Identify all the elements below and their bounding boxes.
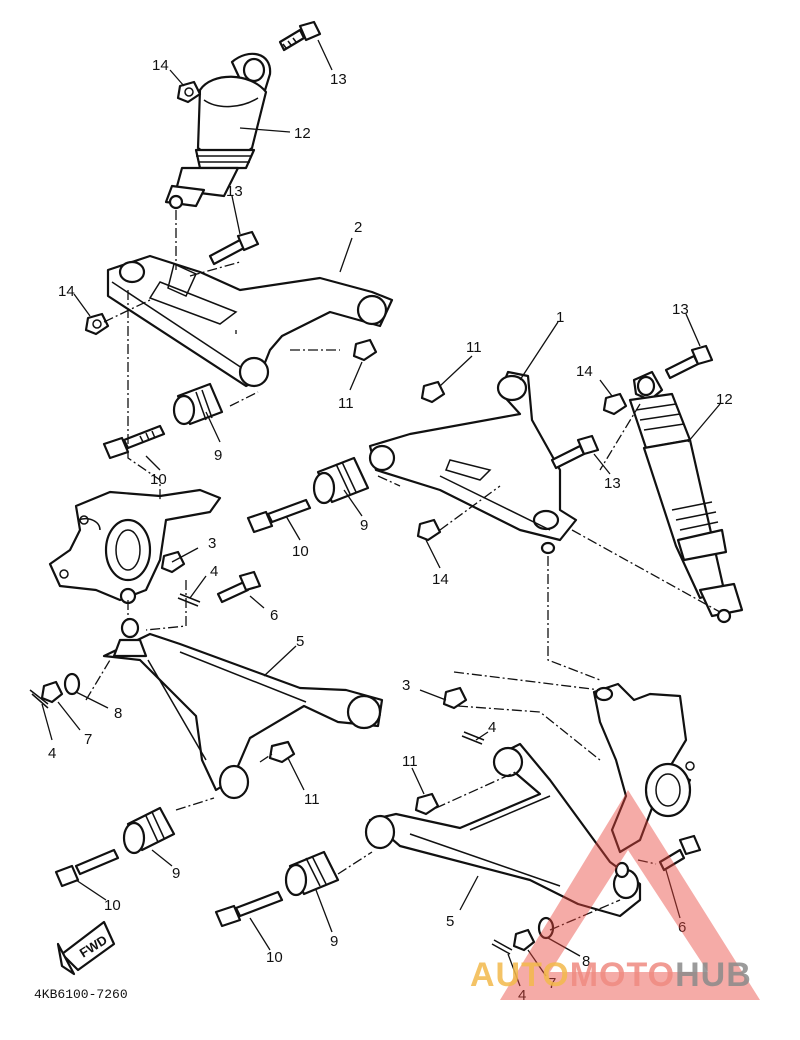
left-lower-arm [102, 617, 384, 800]
bolt-10-lower-left [54, 848, 120, 888]
watermark-hub: HUB [675, 956, 752, 994]
callout-9: 9 [172, 865, 180, 882]
callout-11: 11 [304, 791, 320, 808]
callout-7: 7 [548, 975, 556, 992]
callout-12: 12 [716, 391, 733, 408]
callout-3: 3 [208, 535, 216, 552]
fwd-arrow-badge: FWD [56, 920, 116, 976]
right-upper-arm [368, 370, 578, 555]
assembly-guide-lines [85, 210, 721, 931]
callout-labels: 1 2 3 3 4 4 4 4 5 5 6 6 7 7 8 8 9 9 9 9 … [48, 57, 733, 1004]
bolt-10-upper-left [102, 424, 166, 460]
leader-lines [41, 39, 721, 987]
callout-10: 10 [266, 949, 283, 966]
nut-14-right-shock [602, 392, 628, 416]
cotter-pin-4-right-upper [461, 731, 485, 745]
callout-11: 11 [402, 753, 418, 770]
callout-13: 13 [330, 71, 347, 88]
diagram-part-number: 4KB6100-7260 [34, 987, 128, 1002]
bolt-10-right-lower [214, 890, 284, 928]
bolt-13-top-left [278, 20, 322, 52]
watermark-auto: AUTO [470, 956, 570, 994]
watermark-triangle [500, 790, 760, 1000]
nut-7-right [512, 928, 536, 952]
left-knuckle [48, 488, 222, 605]
callout-12: 12 [294, 125, 311, 142]
bolt-10-right-upper [246, 498, 312, 534]
callout-4: 4 [48, 745, 56, 762]
bushing-9-right-lower [284, 850, 340, 897]
watermark-moto: MOTO [570, 956, 675, 994]
nut-11-right-lower [414, 792, 440, 816]
left-shock-absorber [164, 52, 272, 210]
bolt-13-left-arm [208, 230, 260, 266]
bolt-6-right [658, 834, 702, 872]
nut-11-lower-left [268, 740, 296, 764]
callout-6: 6 [678, 919, 686, 936]
callout-9: 9 [330, 933, 338, 950]
nut-11-right-upper [420, 380, 446, 404]
callout-8: 8 [114, 705, 122, 722]
washer-8-right [537, 916, 555, 940]
callout-11: 11 [466, 339, 482, 356]
callout-4: 4 [518, 987, 526, 1004]
callout-13: 13 [226, 183, 243, 200]
bushing-9-right-upper [312, 456, 370, 505]
callout-1: 1 [556, 309, 564, 326]
callout-7: 7 [84, 731, 92, 748]
callout-10: 10 [150, 471, 167, 488]
bushing-9-upper-left [172, 382, 224, 426]
left-upper-arm [106, 254, 394, 388]
automotohub-watermark: AUTOMOTOHUB [470, 790, 760, 1000]
callout-14: 14 [152, 57, 169, 74]
nut-7-left [40, 680, 64, 704]
bolt-6-left [216, 570, 262, 604]
callout-8: 8 [582, 953, 590, 970]
right-knuckle [592, 682, 695, 854]
callout-5: 5 [296, 633, 304, 650]
right-shock-absorber [628, 370, 744, 624]
bolt-13-right-shock [664, 344, 714, 380]
callout-9: 9 [214, 447, 222, 464]
bushing-9-lower-left [122, 806, 176, 855]
nut-3-right [442, 686, 468, 710]
callout-11: 11 [338, 395, 354, 412]
cotter-pin-4-left-lower [29, 689, 49, 709]
callout-9: 9 [360, 517, 368, 534]
cotter-pin-4-right-lower [491, 939, 513, 955]
callout-4: 4 [488, 719, 496, 736]
callout-4: 4 [210, 563, 218, 580]
callout-13: 13 [672, 301, 689, 318]
right-lower-arm [364, 742, 642, 918]
callout-14: 14 [576, 363, 593, 380]
callout-10: 10 [104, 897, 121, 914]
nut-14-left-arm [84, 312, 110, 336]
nut-14-top-left [176, 80, 202, 104]
washer-8-left [63, 672, 81, 696]
callout-5: 5 [446, 913, 454, 930]
cotter-pin-4-left-upper [177, 593, 201, 607]
callout-6: 6 [270, 607, 278, 624]
callout-14: 14 [432, 571, 449, 588]
nut-11-left-arm [352, 338, 378, 362]
svg-text:AUTOMOTOHUB: AUTOMOTOHUB [470, 956, 752, 994]
callout-10: 10 [292, 543, 309, 560]
nut-14-right-arm [416, 518, 442, 542]
callout-3: 3 [402, 677, 410, 694]
callout-2: 2 [354, 219, 362, 236]
callout-14: 14 [58, 283, 75, 300]
bolt-13-right-arm [550, 434, 600, 470]
callout-13: 13 [604, 475, 621, 492]
